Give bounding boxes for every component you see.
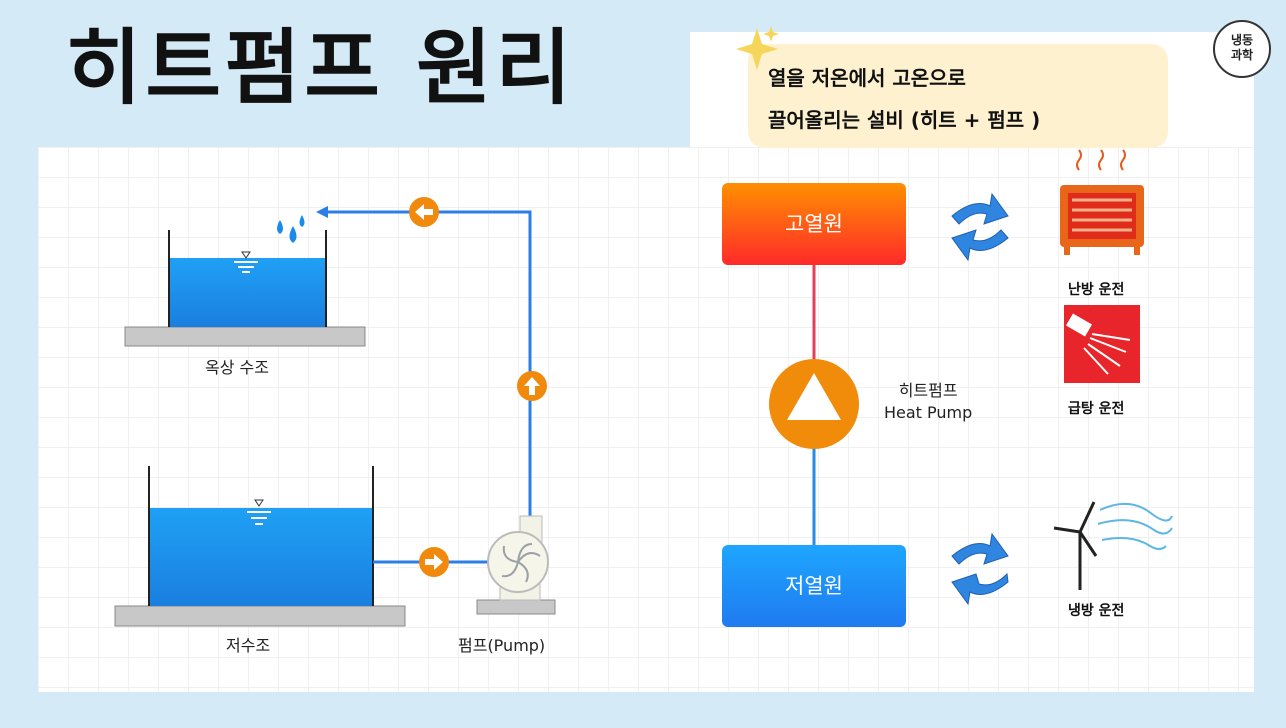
heat-pump-label-en: Heat Pump	[884, 403, 973, 422]
heat-pump-label-ko: 히트펌프	[898, 381, 958, 400]
sparkle-icon	[736, 26, 779, 70]
heat-pump-symbol	[769, 359, 859, 449]
channel-logo-badge: 냉동 과학	[1213, 20, 1271, 78]
pump-label: 펌프(Pump)	[458, 636, 546, 655]
definition-callout: 열을 저온에서 고온으로 끌어올리는 설비 (히트 + 펌프 )	[748, 44, 1168, 148]
heat-pump-label: 히트펌프 Heat Pump	[884, 380, 972, 424]
lower-tank	[114, 466, 406, 627]
heating-mode-label: 난방 운전	[1068, 282, 1125, 298]
flow-arrow-up-icon	[517, 371, 547, 401]
lower-tank-label: 저수조	[226, 636, 271, 655]
roof-tank-label: 옥상 수조	[205, 358, 269, 377]
low-heat-source-box: 저열원	[722, 545, 906, 627]
shower-icon	[1064, 305, 1140, 383]
cooling-mode-label: 냉방 운전	[1068, 603, 1125, 619]
flow-arrow-right-icon	[419, 547, 449, 577]
hot-water-mode-label: 급탕 운전	[1068, 401, 1125, 417]
heater-icon	[1060, 149, 1144, 255]
pipe-outlet-arrowhead	[316, 206, 328, 218]
callout-line-2: 끌어올리는 설비 (히트 + 펌프 )	[768, 108, 1041, 132]
badge-line-2: 과학	[1230, 48, 1254, 62]
page-title: 히트펌프 원리	[66, 21, 576, 116]
badge-line-1: 냉동	[1230, 33, 1254, 47]
flow-arrow-left-icon	[409, 197, 439, 227]
wind-turbine-icon	[1053, 501, 1173, 590]
high-heat-source-box: 고열원	[722, 183, 906, 265]
water-drops-icon	[277, 215, 305, 243]
exchange-arrows-icon	[951, 192, 1009, 262]
exchange-arrows-bottom-icon	[951, 532, 1009, 606]
callout-line-1: 열을 저온에서 고온으로	[768, 66, 966, 90]
roof-tank	[124, 230, 366, 347]
pump-icon	[476, 515, 556, 615]
